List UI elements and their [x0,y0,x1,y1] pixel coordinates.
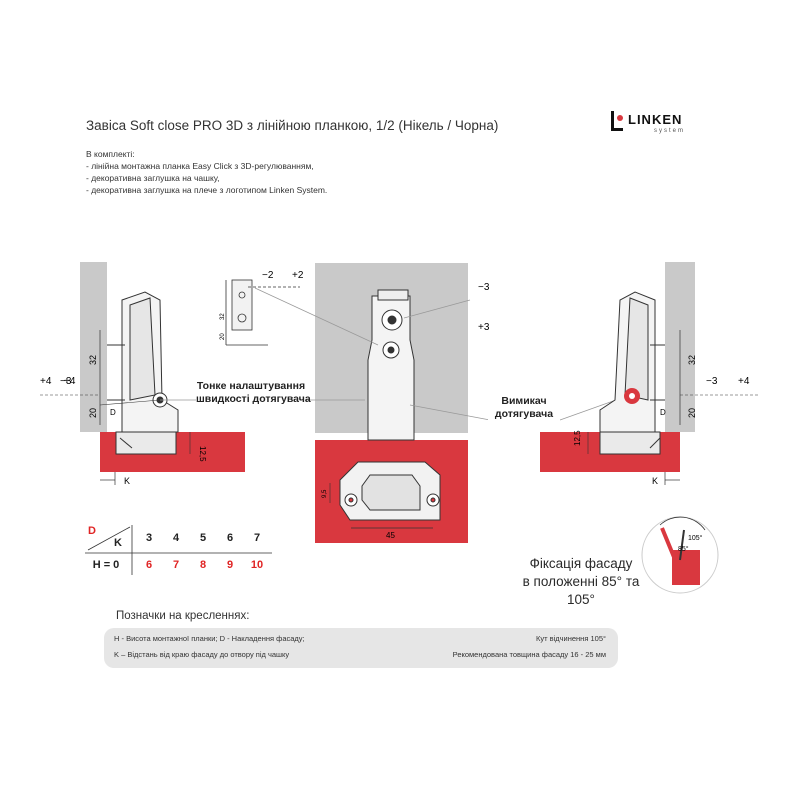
kit-item: - декоративна заглушка на чашку, [86,173,220,183]
logo-subtext: system [654,128,686,134]
dim-32-left: 32 [88,355,98,365]
dim-minus3-right: −3 [706,376,718,387]
speed-adjust-label: Тонке налаштування швидкості дотягувача [196,380,311,406]
closer-switch-label-line: дотягувача [494,408,554,420]
table-k-value: 4 [172,532,180,544]
legend-left-line-2: K – Відстань від краю фасаду до отвору п… [114,650,290,659]
fix-position-label: Фіксація фасаду в положенні 85° та 105° [512,555,650,609]
leader-line [409,404,491,421]
legend-right-line-2: Рекомендована товщина фасаду 16 - 25 мм [452,650,606,659]
dim-32-right: 32 [687,355,697,365]
left-hinge-diagram [40,262,245,485]
dim-20-left: 20 [88,408,98,418]
mounting-plate-detail [225,279,300,346]
dim-plus2: +2 [292,270,304,281]
dim-k-right: K [652,476,658,486]
dim-plus4-left: +4 [40,376,52,387]
kit-list: В комплекті: - лінійна монтажна планка E… [86,148,327,196]
dim-45: 45 [386,531,395,540]
table-k-value: 3 [145,532,153,544]
angle-85-label: 85° [678,545,689,553]
legend-box: H - Висота монтажної планки; D - Накладе… [104,628,618,668]
speed-adjust-label-line: швидкості дотягувача [196,393,311,405]
angle-105-label: 105° [688,534,703,542]
dim-plus4-left: +4 [64,376,76,387]
table-h-value: 9 [226,559,234,571]
dim-d-left: D [110,408,116,417]
fix-position-label-line: в положенні 85° та 105° [522,574,640,607]
kit-heading: В комплекті: [86,149,135,159]
table-h-value: 6 [145,559,153,571]
brand-logo: LINKEN system [610,108,690,138]
table-k-value: 7 [253,532,261,544]
dim-plus3-center: +3 [478,322,490,333]
dim-minus3-center: −3 [478,282,490,293]
dim-k-left: K [124,476,130,486]
legend-right-line-1: Кут відчинення 105° [535,634,606,643]
dim-32-detail: 32 [220,313,226,320]
dim-plus4-right: +4 [738,376,750,387]
leader-line [403,299,471,319]
dim-9-5: 9,5 [322,489,328,498]
table-corner-k: K [114,537,122,549]
page-title: Завіса Soft close PRO 3D з лінійною план… [86,118,499,133]
table-h-value: 10 [250,559,264,571]
right-hinge-diagram [540,262,760,485]
table-k-value: 6 [226,532,234,544]
dim-12-5-left: 12,5 [198,446,207,462]
dim-minus2: −2 [262,270,274,281]
opening-angle-diagram [641,516,719,594]
legend-heading: Позначки на кресленнях: [116,610,250,622]
table-k-value: 5 [199,532,207,544]
dim-d-right: D [660,408,666,417]
dim-20-right: 20 [687,408,697,418]
legend-left-line-1: H - Висота монтажної планки; D - Накладе… [114,634,305,643]
speed-adjust-label-line: Тонке налаштування [196,380,306,392]
kit-item: - декоративна заглушка на плече з логоти… [86,185,328,195]
dim-12-5-right: 12,5 [573,430,582,446]
closer-switch-label-line: Вимикач [501,395,547,407]
dim-minus3-left: −3 [60,376,72,387]
logo-mark-icon [611,111,623,131]
leader-line [254,287,379,346]
center-hinge-diagram [315,263,468,543]
table-corner-d: D [88,525,96,537]
kit-item: - лінійна монтажна планка Easy Click з 3… [86,161,314,171]
overlay-table-lines [85,525,272,575]
table-h-value: 7 [172,559,180,571]
dim-20-detail: 20 [220,333,226,340]
fix-position-label-line: Фіксація фасаду [529,556,633,571]
closer-switch-label: Вимикач дотягувача [488,395,560,421]
table-row-label: H = 0 [92,559,120,571]
logo-text: LINKEN [628,112,683,127]
table-h-value: 8 [199,559,207,571]
